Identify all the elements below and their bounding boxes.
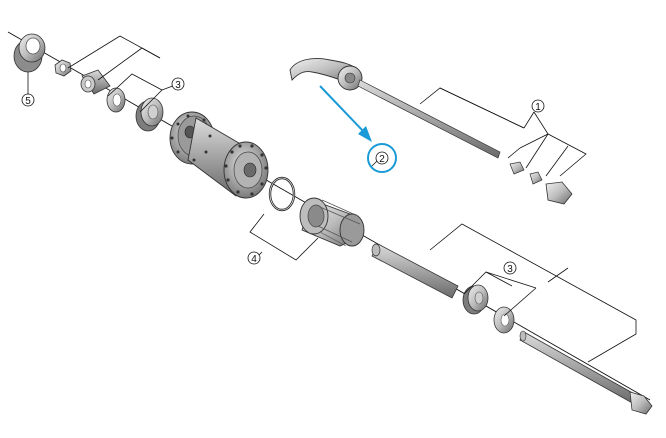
highlight-callout-2 <box>319 85 397 173</box>
callout-4-label: 4 <box>251 254 257 265</box>
callout-1: 1 <box>531 99 545 113</box>
part-seal-ring-left <box>106 87 126 113</box>
part-bearing-left <box>135 97 164 132</box>
part-spacer <box>80 69 111 95</box>
callout-2-label: 2 <box>379 154 385 165</box>
callout-1-label: 1 <box>535 102 541 113</box>
callout-4: 4 <box>247 251 261 265</box>
callout-3-bottom: 3 <box>503 261 517 275</box>
part-seal-ring-right <box>493 306 515 334</box>
part-quick-release <box>289 58 573 205</box>
callout-2: 2 <box>375 151 389 165</box>
part-hub-axle <box>371 243 459 299</box>
part-hub-body <box>169 111 269 199</box>
part-bearing-right <box>462 284 489 315</box>
callout-5: 5 <box>21 72 35 107</box>
part-o-ring <box>268 176 296 212</box>
part-lock-ring <box>13 33 46 73</box>
callout-3-bottom-label: 3 <box>507 264 513 275</box>
callout-3-top-label: 3 <box>175 80 181 91</box>
part-end-axle <box>519 330 653 415</box>
callout-3-top: 3 <box>171 77 185 91</box>
part-freehub-body <box>299 197 365 247</box>
part-small-nut <box>54 59 72 77</box>
leader-lines <box>67 35 637 363</box>
callout-5-label: 5 <box>25 96 31 107</box>
